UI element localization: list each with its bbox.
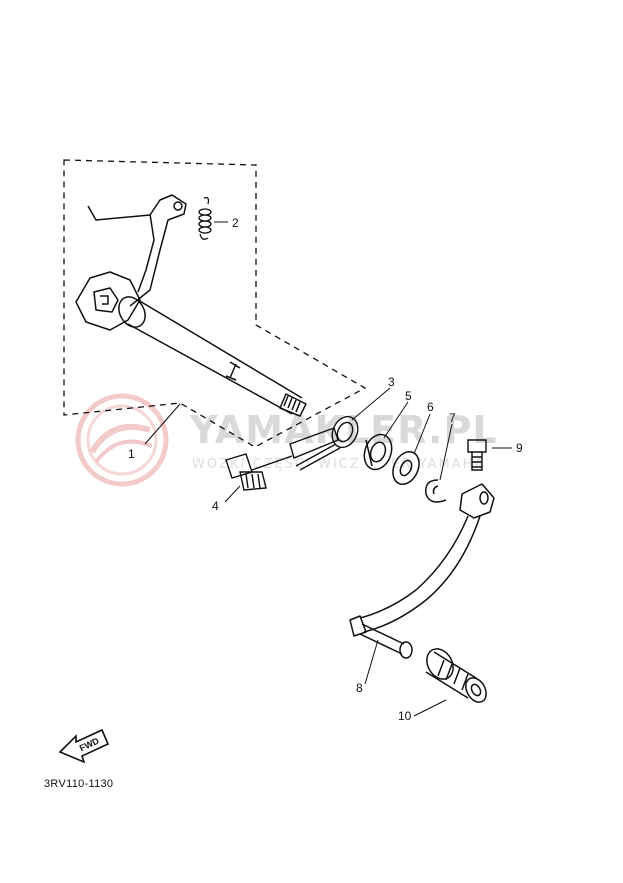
callout-3: 3 (388, 375, 395, 389)
torsion-spring (289, 415, 359, 471)
pedal-rubber (425, 648, 487, 703)
return-spring-small (198, 196, 212, 240)
diagram-code: 3RV110-1130 (44, 778, 114, 790)
stud-bolt (225, 453, 293, 491)
callout-5: 5 (405, 389, 412, 403)
callout-7: 7 (449, 411, 456, 425)
leader-lines (144, 221, 512, 717)
callout-9: 9 (516, 441, 523, 455)
assembly-outline (63, 159, 367, 448)
washer (392, 451, 420, 485)
callout-4: 4 (212, 499, 219, 513)
shift-pedal (349, 483, 495, 659)
callout-2: 2 (232, 216, 239, 230)
callout-10: 10 (398, 709, 412, 723)
callout-1: 1 (128, 447, 135, 461)
bolt (467, 439, 487, 471)
watermark-logo (75, 393, 169, 487)
watermark-subtitle: WÓZKI CZĘŚCI WICZ ... ER YAMAHA (192, 456, 485, 472)
watermark-title: YAMAKLER.PL (189, 408, 498, 452)
collar (363, 433, 393, 471)
circlip (425, 479, 447, 503)
shift-shaft-assembly (75, 194, 307, 417)
callout-8: 8 (356, 681, 363, 695)
callout-6: 6 (427, 400, 434, 414)
fwd-arrow-icon: FWD (58, 728, 110, 764)
